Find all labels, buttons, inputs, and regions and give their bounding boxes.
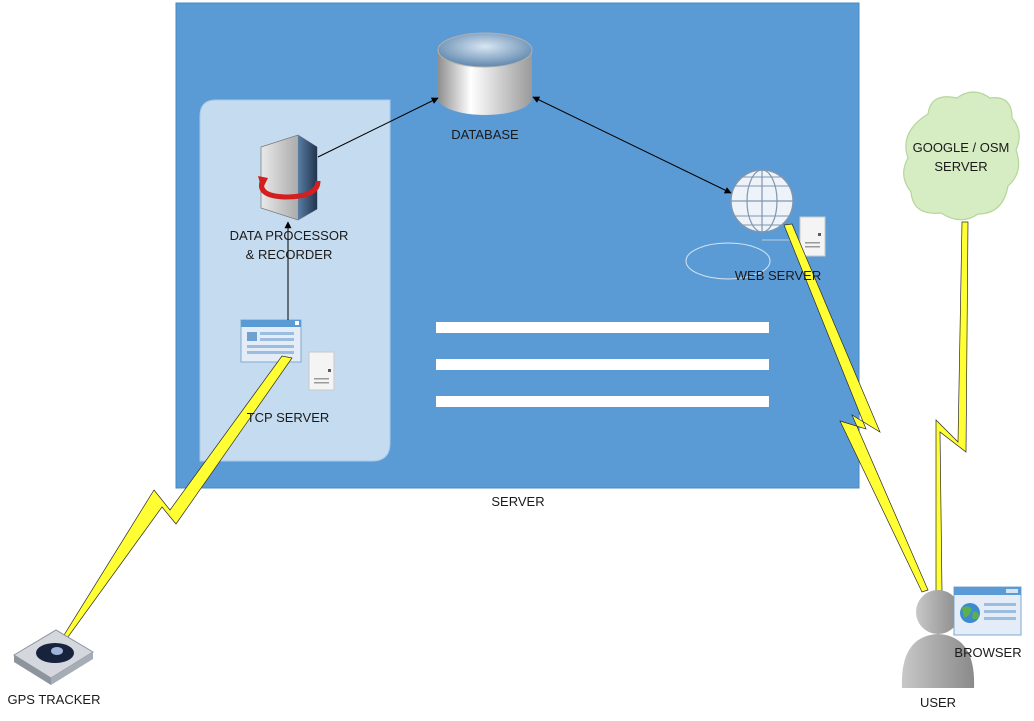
data-processor-label-line1: DATA PROCESSOR bbox=[229, 228, 349, 243]
connections bbox=[284, 96, 732, 320]
browser-label: BROWSER bbox=[954, 645, 1022, 660]
server-label: SERVER bbox=[491, 494, 545, 509]
tcp-server-label: TCP SERVER bbox=[246, 410, 330, 425]
browser-icon bbox=[953, 586, 1022, 636]
cloud-label-line2: SERVER bbox=[934, 159, 988, 174]
database-label: DATABASE bbox=[451, 127, 519, 142]
text-placeholder bbox=[436, 322, 769, 407]
database-icon bbox=[437, 32, 533, 115]
web-server-label: WEB SERVER bbox=[734, 268, 822, 283]
user-label: USER bbox=[919, 695, 957, 710]
web-link-bolt bbox=[783, 223, 929, 593]
wireless-links bbox=[55, 221, 969, 649]
data-processor-label-line2: & RECORDER bbox=[245, 247, 333, 262]
processing-panel bbox=[199, 99, 391, 462]
cloud-label: GOOGLE / OSM SERVER bbox=[901, 138, 1021, 176]
gps-tracker-label: GPS TRACKER bbox=[7, 692, 101, 707]
tcp-server-icon bbox=[240, 319, 335, 391]
gps-tracker-icon bbox=[13, 629, 94, 685]
cloud-label-line1: GOOGLE / OSM bbox=[912, 140, 1010, 155]
cloud-icon bbox=[903, 91, 1020, 221]
user-icon bbox=[901, 590, 975, 688]
data-processor-icon bbox=[258, 134, 321, 221]
cloud-link-bolt bbox=[935, 221, 969, 593]
web-server-icon bbox=[730, 169, 826, 257]
gps-link-bolt bbox=[55, 355, 293, 649]
faint-ellipse bbox=[685, 242, 771, 280]
data-processor-label: DATA PROCESSOR & RECORDER bbox=[219, 226, 359, 264]
